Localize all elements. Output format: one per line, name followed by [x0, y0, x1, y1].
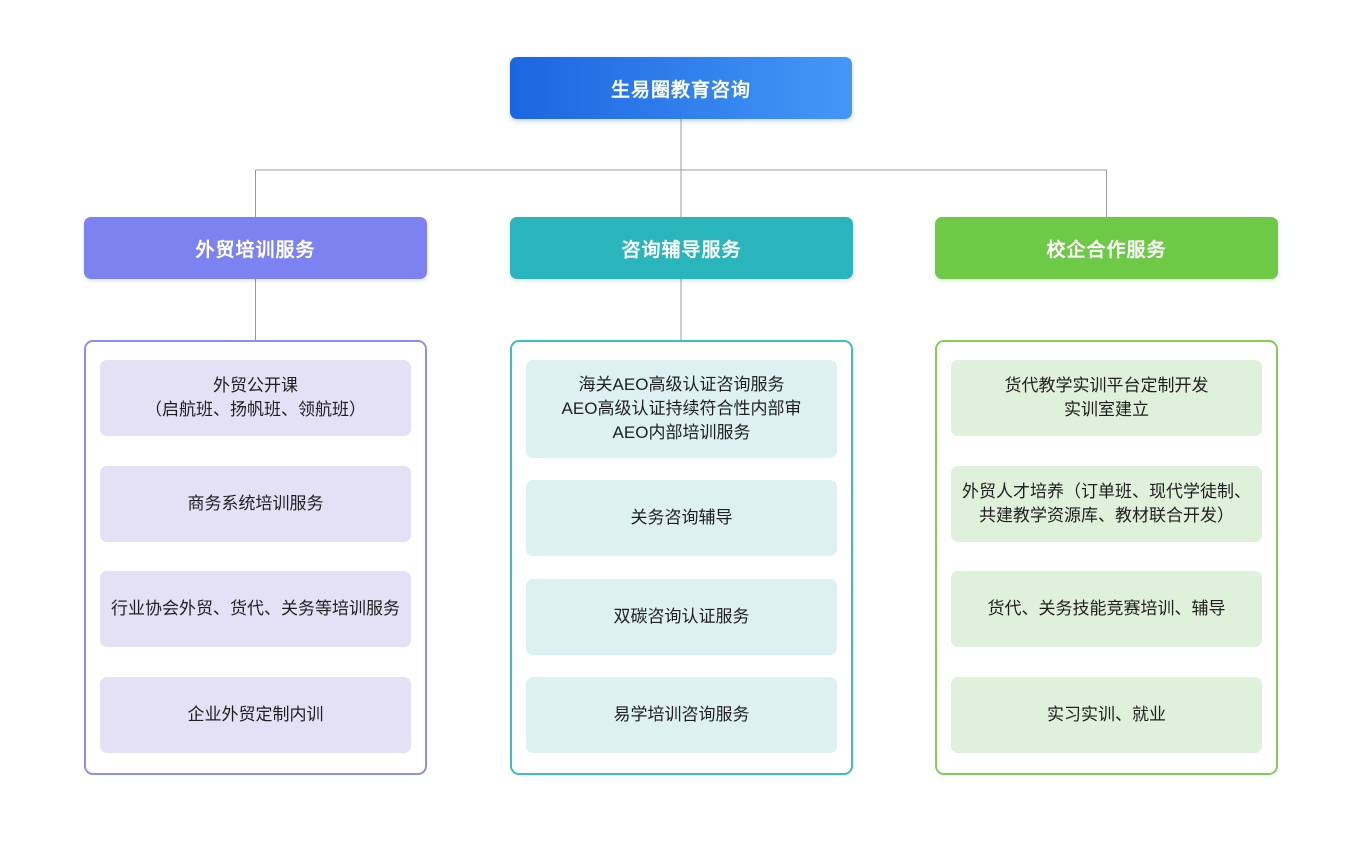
branch-header-label: 咨询辅导服务: [621, 239, 742, 261]
branch-header-trade-training: 外贸培训服务: [84, 217, 427, 279]
branch-header-label: 外贸培训服务: [195, 239, 316, 261]
panel-item: 货代、关务技能竞赛培训、辅导: [951, 571, 1262, 648]
branch-header-school-enterprise: 校企合作服务: [935, 217, 1278, 279]
panel-item: 外贸人才培养（订单班、现代学徒制、共建教学资源库、教材联合开发）: [951, 465, 1262, 542]
root-node-label: 生易圈教育咨询: [610, 79, 751, 101]
panel-item: 实习实训、就业: [951, 676, 1262, 753]
panel-item: 商务系统培训服务: [100, 465, 411, 542]
panel-item: 易学培训咨询服务: [526, 676, 837, 753]
panel-item: 双碳咨询认证服务: [526, 578, 837, 655]
panel-item: 关务咨询辅导: [526, 480, 837, 557]
branch-panel-school-enterprise: 货代教学实训平台定制开发 实训室建立 外贸人才培养（订单班、现代学徒制、共建教学…: [935, 340, 1278, 775]
branch-header-consulting: 咨询辅导服务: [510, 217, 853, 279]
panel-item: 海关AEO高级认证咨询服务 AEO高级认证持续符合性内部审 AEO内部培训服务: [526, 360, 837, 458]
panel-item: 行业协会外贸、货代、关务等培训服务: [100, 571, 411, 648]
branch-header-label: 校企合作服务: [1046, 239, 1167, 261]
panel-item: 企业外贸定制内训: [100, 676, 411, 753]
branch-panel-consulting: 海关AEO高级认证咨询服务 AEO高级认证持续符合性内部审 AEO内部培训服务 …: [510, 340, 853, 775]
panel-item: 货代教学实训平台定制开发 实训室建立: [951, 360, 1262, 436]
branch-panel-trade-training: 外贸公开课 （启航班、扬帆班、领航班） 商务系统培训服务 行业协会外贸、货代、关…: [84, 340, 427, 775]
root-node: 生易圈教育咨询: [510, 57, 852, 119]
panel-item: 外贸公开课 （启航班、扬帆班、领航班）: [100, 360, 411, 436]
